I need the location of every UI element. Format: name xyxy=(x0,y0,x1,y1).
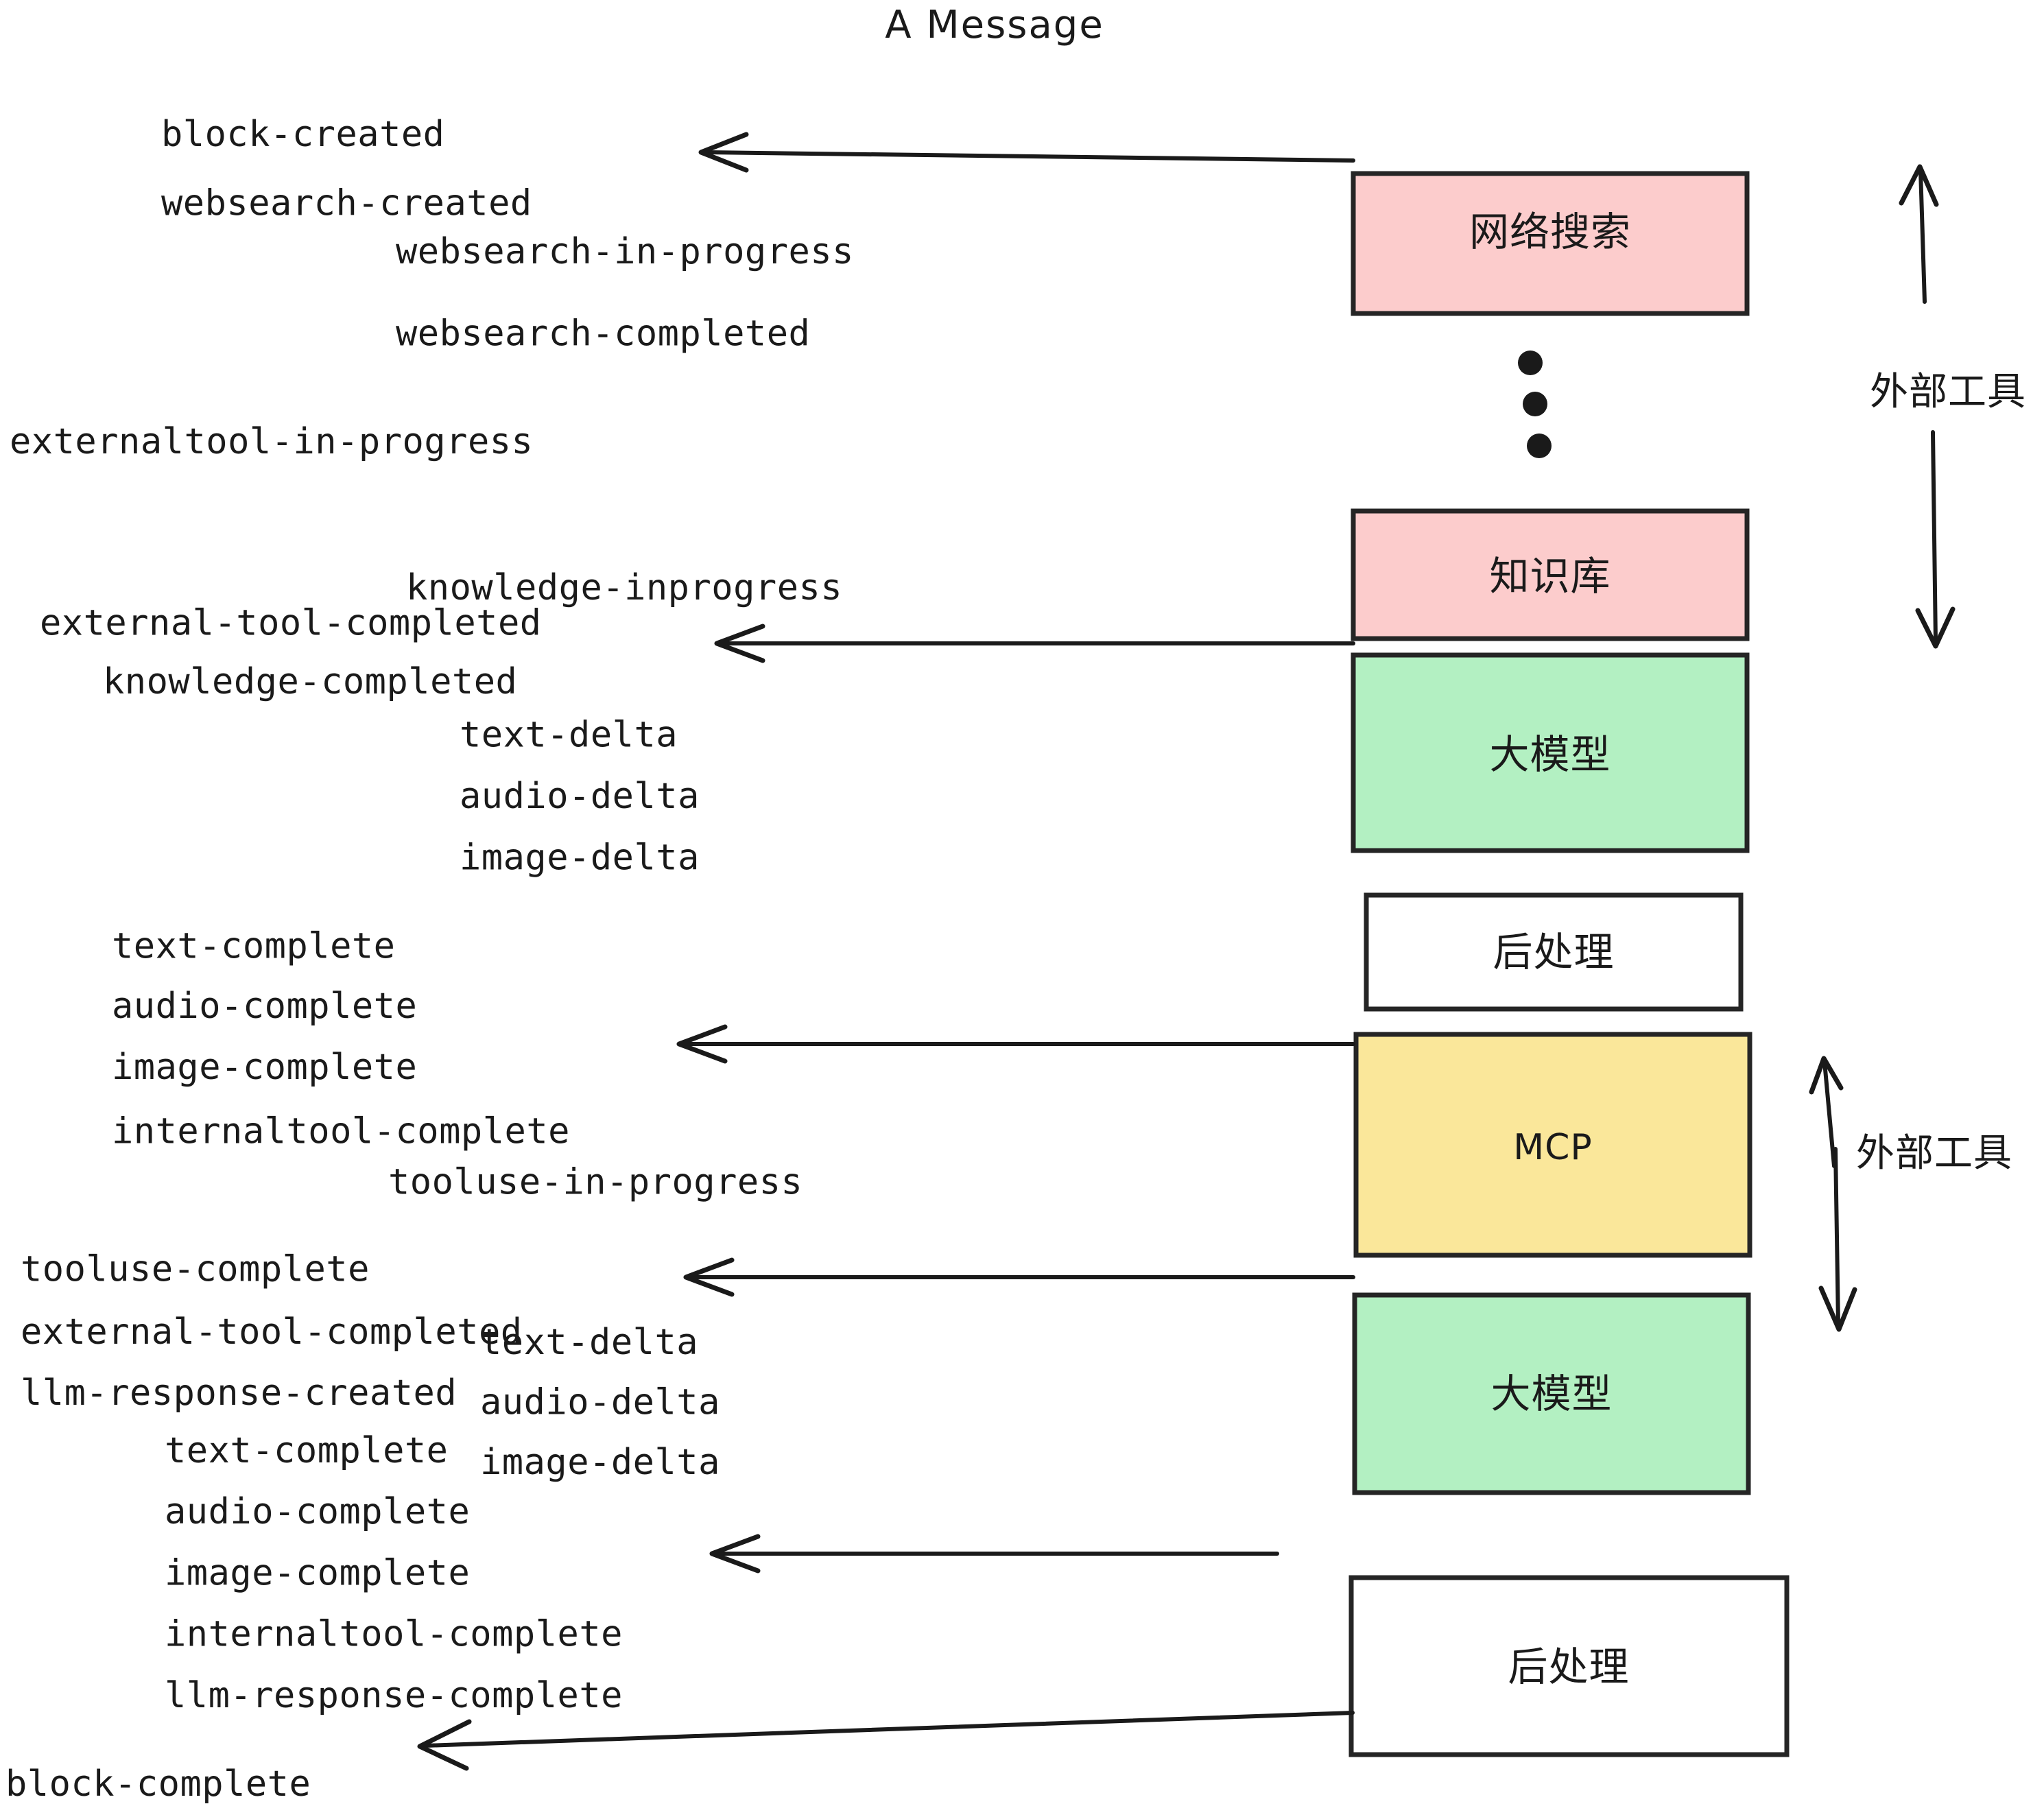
event-label-text-complete-1: text-complete xyxy=(112,926,396,967)
arrow-audio-complete xyxy=(709,1534,1279,1574)
event-label-block-created: block-created xyxy=(161,114,445,155)
node-llm-1-label: 大模型 xyxy=(1489,731,1611,778)
node-mcp[interactable]: MCP xyxy=(1353,1032,1752,1258)
event-label-audio-complete-2: audio-complete xyxy=(165,1491,470,1532)
external-tools-bottom-up-arrowhead xyxy=(1809,1056,1844,1095)
external-tools-bottom-label: 外部工具 xyxy=(1856,1131,2012,1176)
node-websearch[interactable]: 网络搜索 xyxy=(1351,171,1750,316)
node-llm-2-label: 大模型 xyxy=(1490,1370,1612,1417)
node-postprocess-1-rect xyxy=(1364,892,1744,1012)
node-websearch-label: 网络搜索 xyxy=(1469,209,1631,255)
event-label-websearch-in-progress: websearch-in-progress xyxy=(396,231,854,272)
arrow-knowledge-completed xyxy=(714,624,1355,663)
external-tools-top-down-arrow-line xyxy=(1931,430,1938,643)
arrow-block-created xyxy=(698,132,1355,173)
external-tools-bottom-group: 外部工具 xyxy=(1809,1056,2012,1332)
arrow-image-complete xyxy=(676,1024,1355,1064)
node-knowledge-label: 知识库 xyxy=(1489,553,1611,600)
external-tools-top-down-arrowhead xyxy=(1915,606,1956,649)
node-postprocess-2-label: 后处理 xyxy=(1508,1643,1629,1690)
event-label-websearch-completed: websearch-completed xyxy=(396,313,810,355)
event-label-text-complete-2: text-complete xyxy=(165,1430,449,1471)
node-knowledge[interactable]: 知识库 xyxy=(1351,508,1750,641)
arrow-block-complete xyxy=(417,1711,1355,1771)
event-label-external-tool-completed-2: external-tool-completed xyxy=(21,1312,523,1353)
arrow-tooluse-complete xyxy=(683,1257,1355,1297)
node-mcp-label: MCP xyxy=(1513,1127,1593,1168)
node-postprocess-1-label: 后处理 xyxy=(1493,929,1614,975)
event-label-audio-complete-1: audio-complete xyxy=(112,986,417,1027)
event-label-externaltool-in-progress: externaltool-in-progress xyxy=(10,421,533,462)
external-tools-bottom-down-arrow-line xyxy=(1833,1147,1840,1326)
node-mcp-rect xyxy=(1353,1032,1752,1258)
event-label-image-complete-2: image-complete xyxy=(165,1552,470,1593)
node-llm-1[interactable]: 大模型 xyxy=(1351,652,1750,853)
event-label-tooluse-complete: tooluse-complete xyxy=(21,1249,370,1290)
event-label-knowledge-inprogress: knowledge-inprogress xyxy=(406,567,842,608)
event-label-tooluse-in-progress: tooluse-in-progress xyxy=(388,1161,803,1202)
external-tools-bottom-up-arrow-line xyxy=(1822,1060,1836,1168)
event-label-block-complete: block-complete xyxy=(5,1764,311,1804)
external-tools-bottom-down-arrowhead xyxy=(1818,1285,1857,1332)
external-tools-top-up-arrowhead xyxy=(1899,164,1939,207)
event-label-external-tool-completed-1: external-tool-completed xyxy=(40,602,542,643)
node-postprocess-2-rect xyxy=(1348,1575,1790,1757)
event-label-llm-response-created: llm-response-created xyxy=(21,1373,457,1414)
event-label-image-delta-1: image-delta xyxy=(460,837,700,878)
event-label-internaltool-complete-2: internaltool-complete xyxy=(165,1614,623,1655)
node-llm-2-rect xyxy=(1352,1292,1751,1495)
node-knowledge-rect xyxy=(1351,508,1750,641)
event-label-websearch-created: websearch-created xyxy=(161,183,532,224)
node-websearch-rect xyxy=(1351,171,1750,316)
node-llm-1-rect xyxy=(1351,652,1750,853)
event-label-audio-delta-1: audio-delta xyxy=(460,776,700,817)
node-postprocess-2[interactable]: 后处理 xyxy=(1348,1575,1790,1757)
event-label-text-delta-2: text-delta xyxy=(480,1322,698,1363)
event-label-llm-response-complete: llm-response-complete xyxy=(165,1675,623,1716)
event-label-audio-delta-2: audio-delta xyxy=(480,1382,720,1423)
vertical-ellipsis-icon xyxy=(1518,351,1552,458)
external-tools-top-label: 外部工具 xyxy=(1870,370,2026,414)
node-llm-2[interactable]: 大模型 xyxy=(1352,1292,1751,1495)
event-label-knowledge-completed: knowledge-completed xyxy=(103,661,517,702)
event-label-image-complete-1: image-complete xyxy=(112,1047,417,1088)
node-postprocess-1[interactable]: 后处理 xyxy=(1364,892,1744,1012)
event-label-text-delta-1: text-delta xyxy=(460,715,678,756)
external-tools-top-group: 外部工具 xyxy=(1870,164,2026,649)
external-tools-top-up-arrow-line xyxy=(1918,168,1927,304)
event-label-image-delta-2: image-delta xyxy=(480,1442,720,1483)
event-label-internaltool-complete-1: internaltool-complete xyxy=(112,1111,570,1152)
diagram-title: A Message xyxy=(885,3,1104,47)
